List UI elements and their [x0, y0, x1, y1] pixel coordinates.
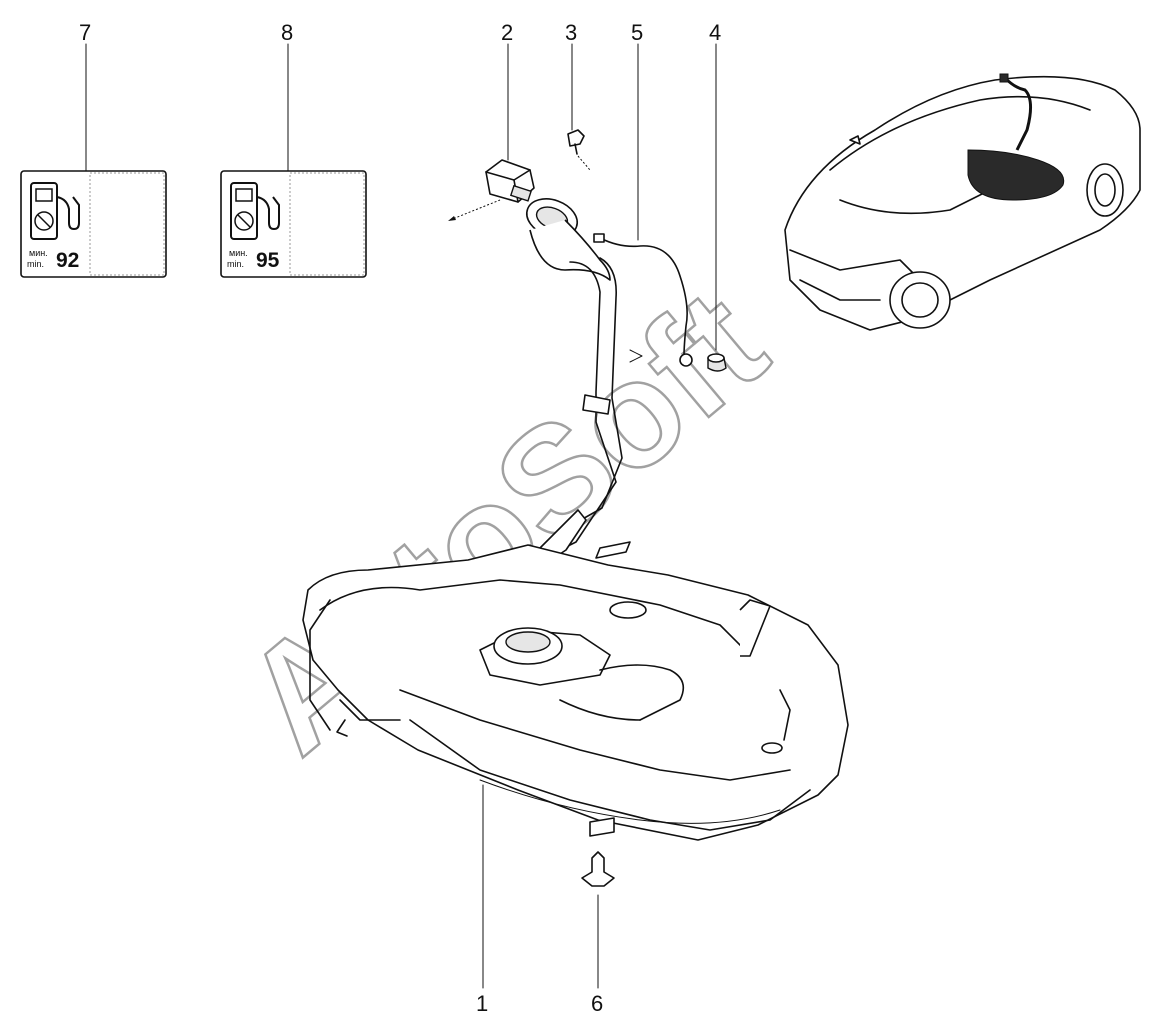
label-8-text-area — [289, 172, 365, 276]
clip — [581, 851, 615, 887]
callout-8: 8 — [281, 20, 293, 45]
label-8-min-ru: мин. — [229, 248, 248, 258]
sensor-wire — [593, 233, 693, 367]
fuel-pump-icon — [30, 182, 80, 240]
callout-4: 4 — [709, 20, 721, 45]
leader-lines — [85, 43, 717, 989]
callout-7: 7 — [79, 20, 91, 45]
label-7-min-en: min. — [27, 259, 44, 269]
callout-3: 3 — [565, 20, 577, 45]
car-locator — [784, 73, 1141, 331]
callout-numbers: 7 8 2 3 5 4 1 6 — [79, 20, 721, 1016]
fuel-tank — [302, 541, 849, 841]
label-8-min-en: min. — [227, 259, 244, 269]
label-7-octane: 92 — [56, 249, 79, 272]
callout-6: 6 — [591, 991, 603, 1016]
fuel-pump-icon — [230, 182, 280, 240]
callout-1: 1 — [476, 991, 488, 1016]
grommet — [707, 353, 727, 372]
tank-location-highlight — [967, 149, 1065, 201]
label-7-text-area — [89, 172, 165, 276]
label-8-octane: 95 — [256, 249, 280, 272]
callout-2: 2 — [501, 20, 513, 45]
screw — [567, 129, 591, 171]
filler-neck — [526, 198, 643, 601]
callout-5: 5 — [631, 20, 643, 45]
label-7-min-ru: мин. — [29, 248, 48, 258]
fuel-cap — [448, 159, 535, 221]
fuel-label-7: мин. min. 92 — [20, 170, 167, 278]
fuel-label-8: мин. min. 95 — [220, 170, 367, 278]
